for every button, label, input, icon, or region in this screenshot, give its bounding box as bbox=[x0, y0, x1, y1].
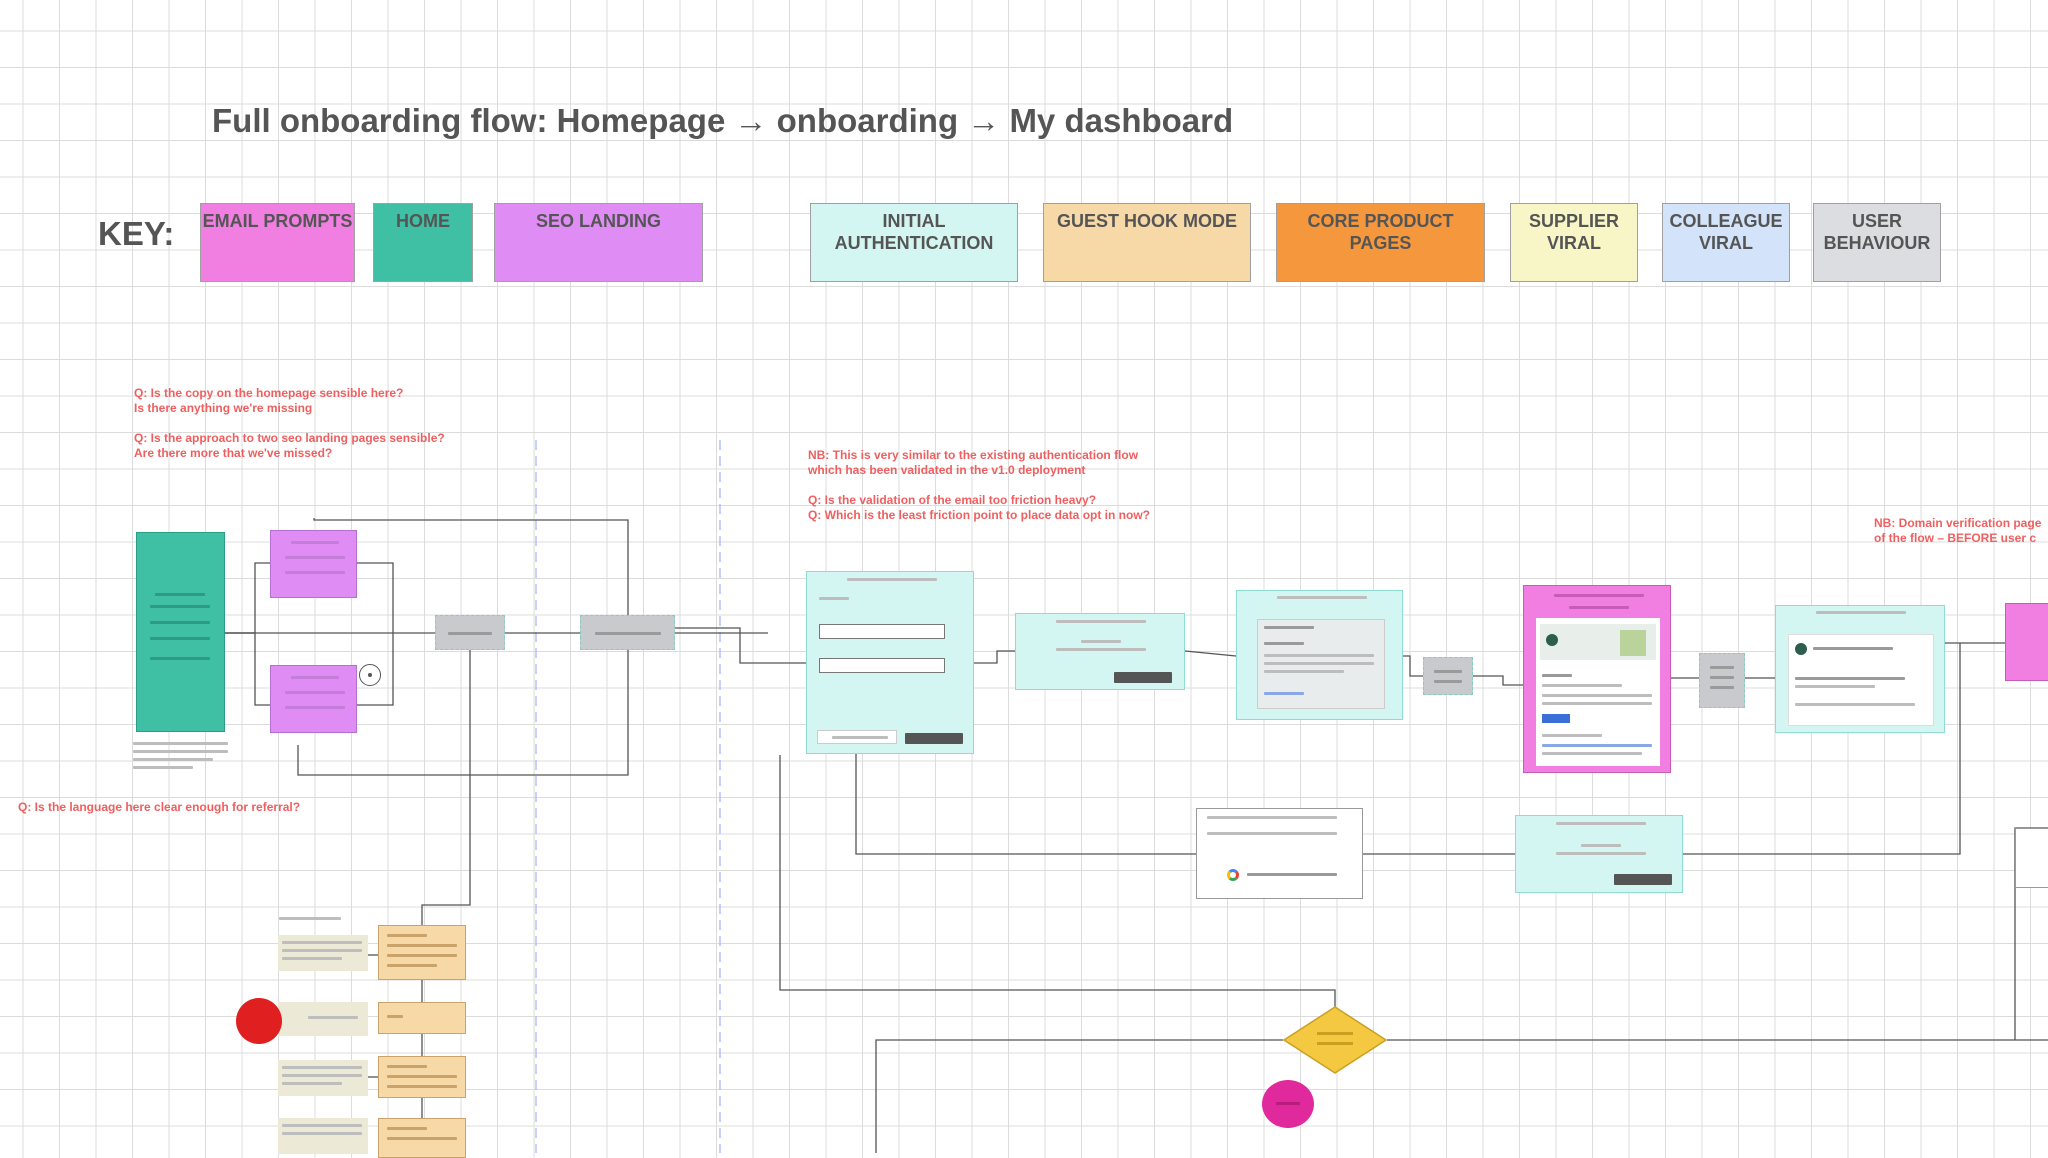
offscreen-white-node[interactable] bbox=[2015, 828, 2048, 888]
logo-icon bbox=[1795, 643, 1807, 655]
homepage-questions-note: Q: Is the copy on the homepage sensible … bbox=[134, 386, 445, 460]
key-item-label: SUPPLIER VIRAL bbox=[1528, 211, 1620, 253]
google-continue-node[interactable] bbox=[1515, 815, 1683, 893]
magenta-terminal[interactable] bbox=[1262, 1080, 1314, 1128]
behaviour-node-3[interactable] bbox=[1423, 657, 1473, 695]
key-home[interactable]: HOME bbox=[373, 203, 473, 282]
seo-landing-node-1[interactable] bbox=[270, 530, 357, 598]
key-initial-authentication[interactable]: INITIAL AUTHENTICATION bbox=[810, 203, 1018, 282]
side-annotation-4 bbox=[278, 1118, 368, 1154]
key-item-label: USER BEHAVIOUR bbox=[1823, 211, 1931, 253]
home-caption bbox=[133, 758, 213, 761]
seo-landing-node-2[interactable] bbox=[270, 665, 357, 733]
home-caption bbox=[133, 750, 228, 753]
guest-hook-node-1[interactable] bbox=[378, 925, 466, 980]
key-seo-landing[interactable]: SEO LANDING bbox=[494, 203, 703, 282]
energy-assessment-node[interactable] bbox=[1775, 605, 1945, 733]
side-caption bbox=[279, 917, 341, 920]
key-colleague-viral[interactable]: COLLEAGUE VIRAL bbox=[1662, 203, 1790, 282]
behaviour-node-1[interactable] bbox=[435, 615, 505, 650]
key-item-label: INITIAL AUTHENTICATION bbox=[834, 211, 994, 253]
auth-questions-note: NB: This is very similar to the existing… bbox=[808, 448, 1151, 522]
google-signin-node[interactable] bbox=[1196, 808, 1363, 899]
behaviour-node-2[interactable] bbox=[580, 615, 675, 650]
email-sent-node[interactable] bbox=[1236, 590, 1403, 720]
key-core-product-pages[interactable]: CORE PRODUCT PAGES bbox=[1276, 203, 1485, 282]
side-annotation-2 bbox=[278, 1002, 368, 1036]
homepage-node[interactable] bbox=[136, 532, 225, 732]
verify-email-node[interactable] bbox=[1015, 613, 1185, 690]
key-email-prompts[interactable]: EMAIL PROMPTS bbox=[200, 203, 355, 282]
behaviour-node-4[interactable] bbox=[1699, 653, 1745, 708]
side-annotation-3 bbox=[278, 1060, 368, 1096]
welcome-email-node[interactable] bbox=[1523, 585, 1671, 773]
decision-diamond[interactable] bbox=[1282, 1006, 1388, 1074]
side-annotation-1 bbox=[278, 935, 368, 971]
home-caption bbox=[133, 742, 228, 745]
page-title: Full onboarding flow: Homepage → onboard… bbox=[212, 102, 1234, 139]
stop-circle[interactable] bbox=[236, 998, 282, 1044]
key-supplier-viral[interactable]: SUPPLIER VIRAL bbox=[1510, 203, 1638, 282]
key-item-label: CORE PRODUCT PAGES bbox=[1307, 211, 1454, 253]
key-guest-hook-mode[interactable]: GUEST HOOK MODE bbox=[1043, 203, 1251, 282]
guest-hook-node-2[interactable] bbox=[378, 1002, 466, 1034]
key-item-label: GUEST HOOK MODE bbox=[1056, 211, 1237, 231]
language-question-note: Q: Is the language here clear enough for… bbox=[18, 800, 301, 814]
key-item-label: HOME bbox=[396, 211, 450, 231]
guest-hook-node-3[interactable] bbox=[378, 1056, 466, 1098]
diamond-shape bbox=[1282, 1006, 1388, 1074]
domain-verification-note: NB: Domain verification page of the flow… bbox=[1874, 516, 2042, 545]
home-caption bbox=[133, 766, 193, 769]
google-icon bbox=[1227, 869, 1239, 881]
key-label: KEY: bbox=[98, 215, 175, 252]
key-item-label: EMAIL PROMPTS bbox=[202, 211, 353, 231]
signup-form-node[interactable] bbox=[806, 571, 974, 754]
key-user-behaviour[interactable]: USER BEHAVIOUR bbox=[1813, 203, 1941, 282]
key-item-label: SEO LANDING bbox=[535, 211, 661, 231]
email-prompt-node-offscreen[interactable] bbox=[2005, 603, 2048, 681]
guest-hook-node-4[interactable] bbox=[378, 1118, 466, 1158]
logo-icon bbox=[1546, 634, 1558, 646]
key-item-label: COLLEAGUE VIRAL bbox=[1669, 211, 1783, 253]
add-node-icon[interactable] bbox=[359, 664, 381, 686]
